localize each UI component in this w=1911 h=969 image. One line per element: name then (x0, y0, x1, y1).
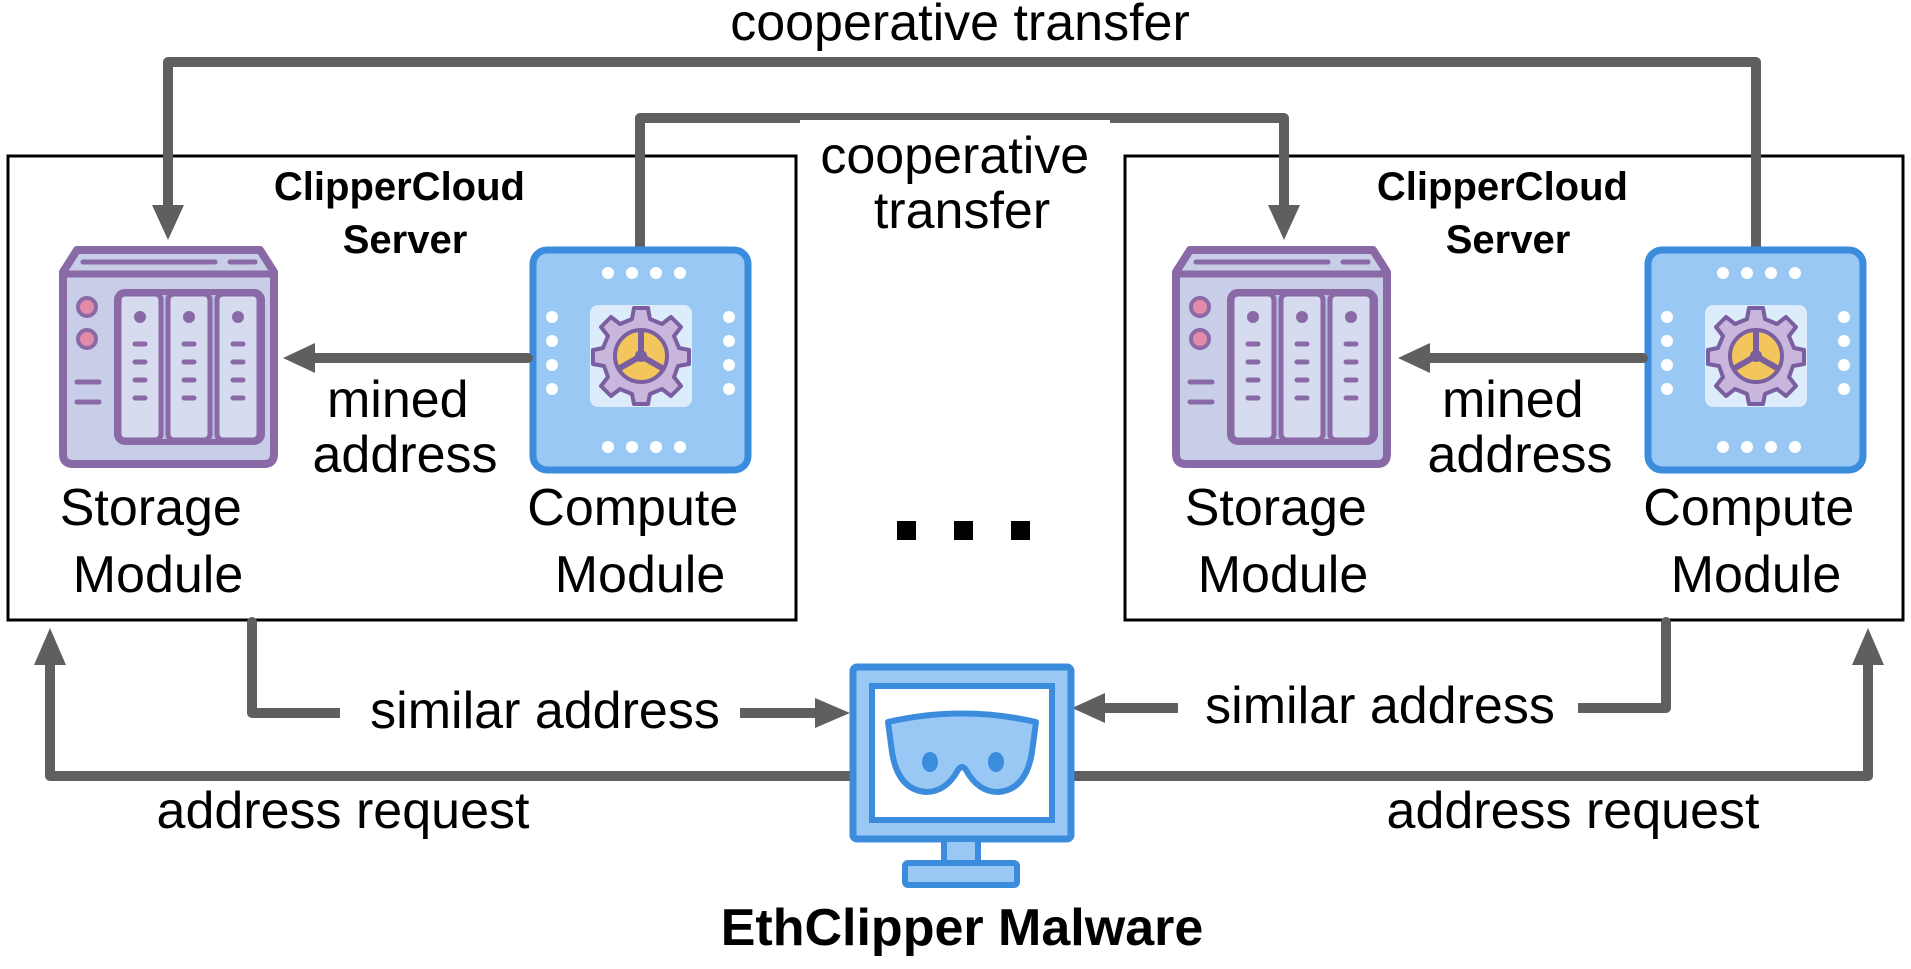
similar-address-label-right: similar address (1205, 677, 1555, 735)
arrowhead (1268, 205, 1300, 240)
ellipsis (897, 521, 1030, 540)
arrowhead (152, 205, 184, 240)
storage-server-icon (63, 250, 274, 464)
arrowhead (34, 628, 66, 665)
compute-module-label-right: Compute Module (1643, 479, 1868, 604)
arrowhead (283, 343, 315, 373)
arrowhead (815, 698, 850, 728)
arrowhead (1852, 628, 1884, 665)
malware-label: EthClipper Malware (721, 899, 1204, 957)
server-title-left: ClipperCloud Server (274, 165, 536, 262)
storage-module-label-left: Storage Module (60, 479, 257, 604)
compute-module-label-left: Compute Module (527, 479, 752, 604)
top-cooperative-transfer-label: cooperative transfer (730, 0, 1190, 52)
mined-address-label-right: mined address (1428, 371, 1613, 484)
arrowhead (1398, 343, 1430, 373)
address-request-label-left: address request (157, 782, 530, 840)
address-request-label-right: address request (1387, 782, 1760, 840)
malware-monitor-mask-icon (849, 663, 1075, 888)
compute-chip-gear-icon (1648, 250, 1863, 470)
compute-chip-gear-icon (533, 250, 748, 470)
cooperative-transfer-inner-arrow (635, 113, 1289, 255)
similar-address-label-left: similar address (370, 682, 720, 740)
address-request-arrow-right (1055, 660, 1873, 781)
middle-cooperative-transfer-label: cooperative transfer (820, 127, 1103, 240)
cooperative-transfer-outer-arrow (163, 57, 1761, 255)
mined-address-label-left: mined address (313, 371, 498, 484)
storage-server-icon (1176, 250, 1387, 464)
address-request-arrow-left (45, 660, 865, 781)
storage-module-label-right: Storage Module (1185, 479, 1382, 604)
server-title-right: ClipperCloud Server (1377, 165, 1639, 262)
arrowhead (1072, 693, 1105, 723)
